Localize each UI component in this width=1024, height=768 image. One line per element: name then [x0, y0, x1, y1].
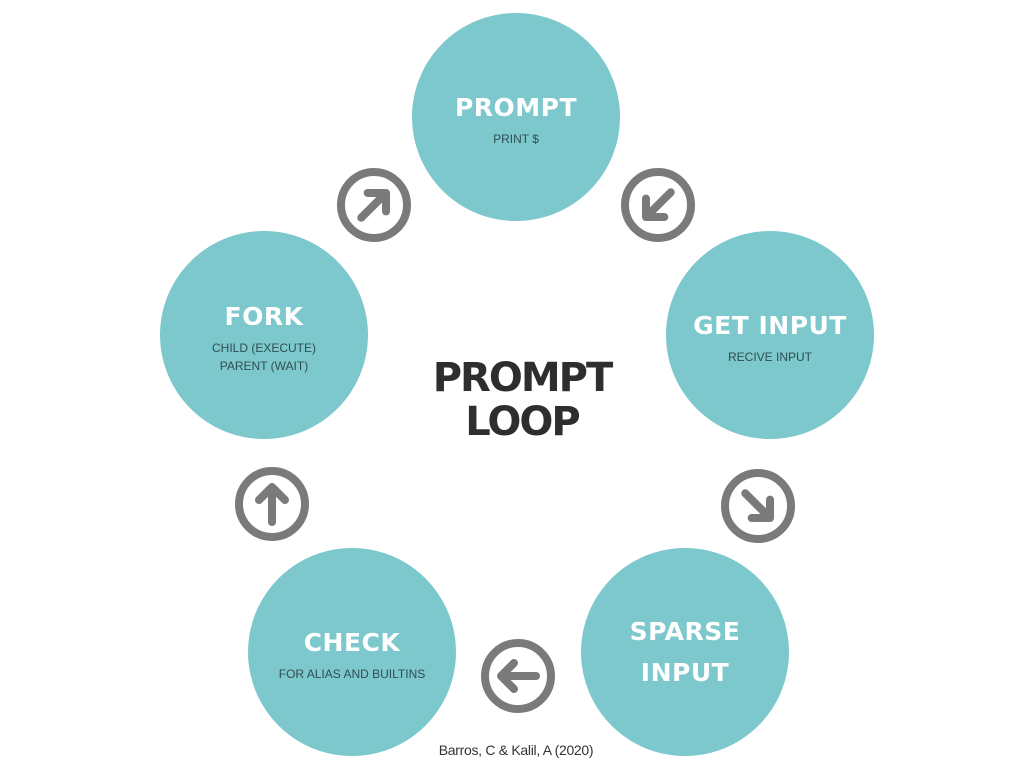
node-prompt-title: PROMPT: [454, 92, 578, 122]
node-check-title: CHECK: [303, 627, 401, 657]
arrow-up-icon: [234, 466, 310, 542]
citation: Barros, C & Kalil, A (2020): [438, 742, 594, 758]
arrow-down-left-icon: [720, 468, 796, 544]
node-fork-subtitle-line1: CHILD (EXECUTE): [211, 340, 316, 355]
node-get-input-title: GET INPUT: [693, 310, 847, 340]
node-get-input: GET INPUT RECIVE INPUT: [666, 231, 874, 439]
node-fork: FORK CHILD (EXECUTE) PARENT (WAIT): [160, 231, 368, 439]
node-fork-subtitle-line2: PARENT (WAIT): [219, 358, 309, 373]
node-sparse-input-title-line1: SPARSE: [629, 617, 741, 646]
arrow-down-right-icon: [620, 167, 696, 243]
node-prompt: PROMPT PRINT $: [412, 13, 620, 221]
node-prompt-subtitle: PRINT $: [493, 131, 539, 146]
node-fork-title: FORK: [224, 301, 304, 331]
center-title-line2: LOOP: [465, 399, 580, 445]
node-sparse-input-title-line2: INPUT: [640, 658, 730, 687]
arrow-up-right-icon: [336, 167, 412, 243]
center-title: PROMPT LOOP: [402, 356, 642, 444]
node-sparse-input: SPARSE INPUT: [581, 548, 789, 756]
node-get-input-subtitle: RECIVE INPUT: [727, 349, 812, 364]
node-check: CHECK FOR ALIAS AND BUILTINS: [248, 548, 456, 756]
center-title-line1: PROMPT: [432, 355, 614, 401]
node-check-subtitle: FOR ALIAS AND BUILTINS: [278, 666, 426, 681]
arrow-left-icon: [480, 638, 556, 714]
